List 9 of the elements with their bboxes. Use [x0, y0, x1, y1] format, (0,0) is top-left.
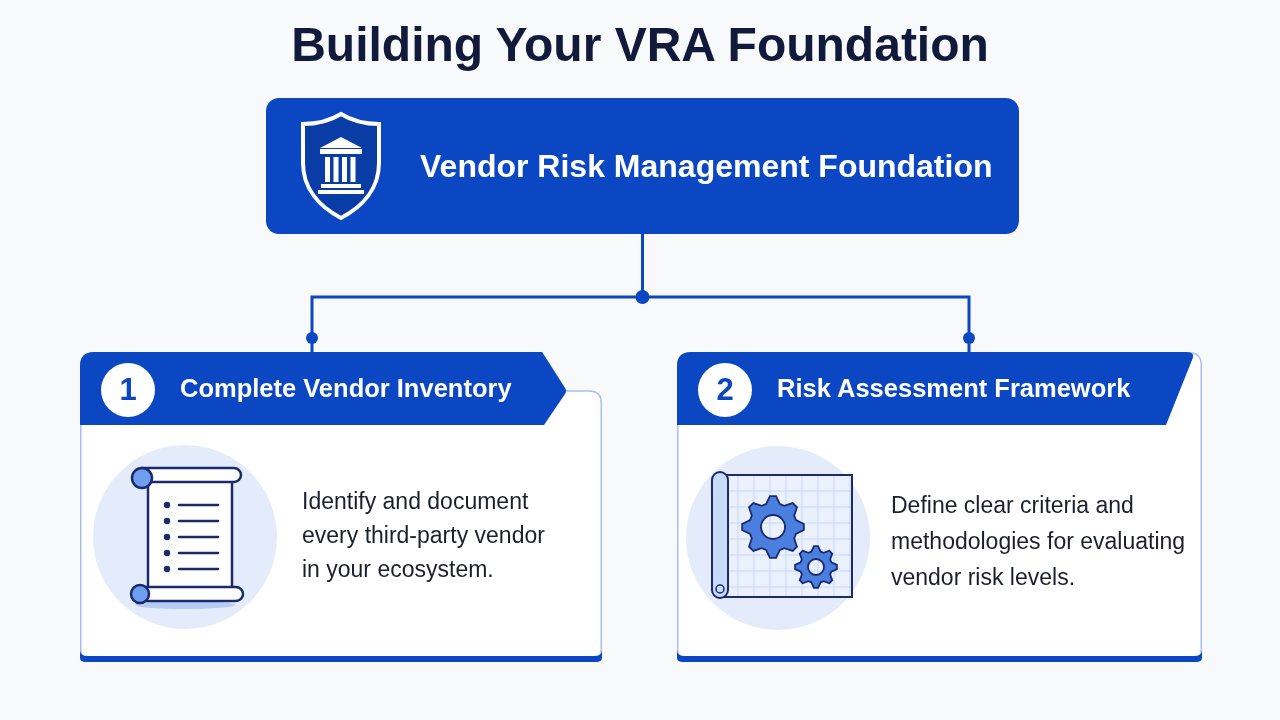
- step-heading: Risk Assessment Framework: [777, 373, 1131, 404]
- step-heading: Complete Vendor Inventory: [180, 373, 512, 404]
- diagram-title: Building Your VRA Foundation: [291, 19, 989, 72]
- step-card: [80, 352, 602, 662]
- banner-heading: Vendor Risk Management Foundation: [420, 147, 993, 185]
- foundation-banner: [266, 98, 1019, 234]
- step-description: Define clear criteria and methodologies for evaluating vendor risk levels.: [891, 491, 1187, 592]
- step-card: [677, 352, 1202, 662]
- step-description: Identify and document every third-party vendor in your ecosystem.: [302, 487, 546, 584]
